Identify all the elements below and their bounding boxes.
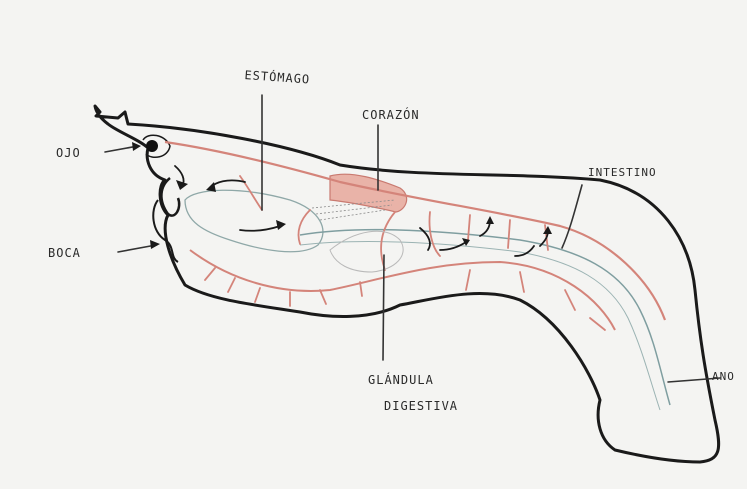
eye — [146, 140, 158, 152]
mouth-outline — [161, 178, 179, 216]
label-corazon: CORAZÓN — [362, 108, 420, 122]
digestive-gland — [330, 231, 403, 272]
intestine-lower — [300, 241, 660, 410]
ventral-vessel — [190, 250, 615, 330]
label-ano: ANO — [712, 370, 735, 383]
pointer-lines — [105, 95, 720, 382]
label-boca: BOCA — [48, 246, 81, 260]
label-ojo: OJO — [56, 146, 81, 160]
label-glandula: GLÁNDULA — [368, 373, 434, 387]
label-digestiva: DIGESTIVA — [384, 399, 458, 413]
label-intestino: INTESTINO — [588, 166, 657, 179]
